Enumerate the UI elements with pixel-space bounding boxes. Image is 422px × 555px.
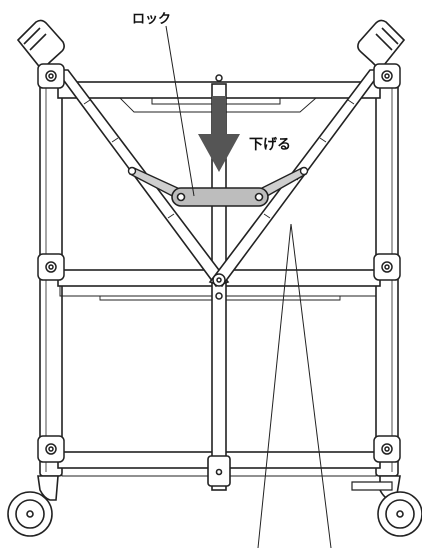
lock-label: ロック <box>132 12 172 27</box>
lower-arrow <box>198 96 240 172</box>
lower-label: 下げる <box>249 137 291 153</box>
lock-link-arms <box>127 166 309 202</box>
right-handle-grip <box>357 19 406 72</box>
center-pivot <box>212 74 226 300</box>
right-caster-wheel <box>351 475 422 537</box>
corner-joints <box>37 63 401 463</box>
left-handle-grip <box>16 19 65 72</box>
leader-lines <box>165 25 332 549</box>
left-caster-wheel <box>7 475 59 537</box>
center-post <box>207 83 231 491</box>
lock-bar <box>171 187 269 207</box>
